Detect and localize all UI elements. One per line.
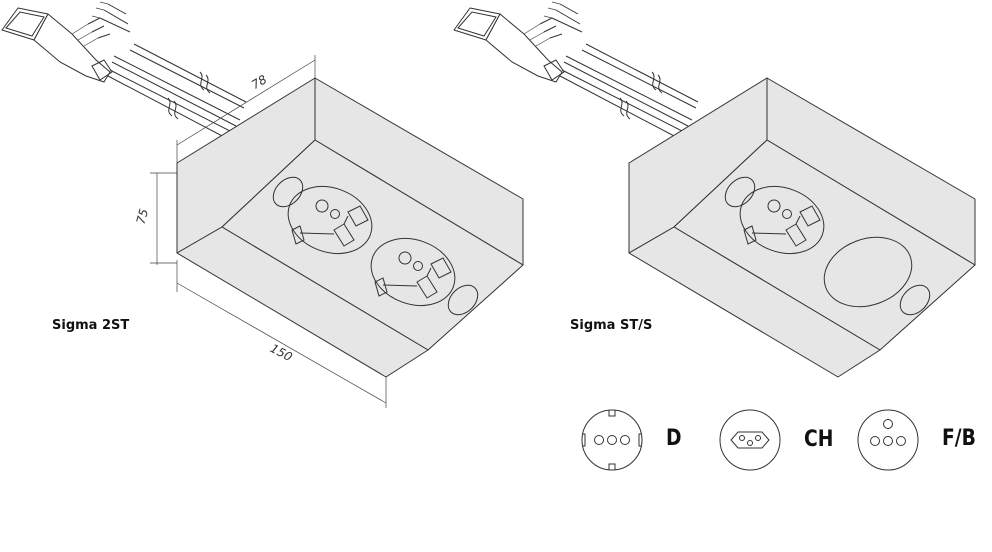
dimension-height [150, 172, 177, 265]
schuko-socket-icon [581, 409, 643, 471]
dimension-width [176, 260, 387, 408]
product-name-sigma-2st: Sigma 2ST [52, 318, 130, 333]
dimension-depth [176, 55, 316, 163]
width-label: 150 [268, 341, 295, 364]
sigma-st-s-drawing [453, 1, 976, 378]
product-name-sigma-st-s: Sigma ST/S [570, 318, 653, 333]
blank-cover [823, 236, 913, 308]
socket-code-ch: CH [804, 427, 834, 452]
socket-code-d: D [666, 426, 682, 451]
height-label: 75 [134, 207, 151, 225]
swiss-socket-icon [719, 409, 781, 471]
socket-code-fb: F/B [942, 426, 976, 451]
depth-label: 78 [249, 72, 270, 92]
french-belgian-socket-icon [857, 409, 919, 471]
sigma-2st-drawing: 78 75 150 [1, 1, 524, 408]
